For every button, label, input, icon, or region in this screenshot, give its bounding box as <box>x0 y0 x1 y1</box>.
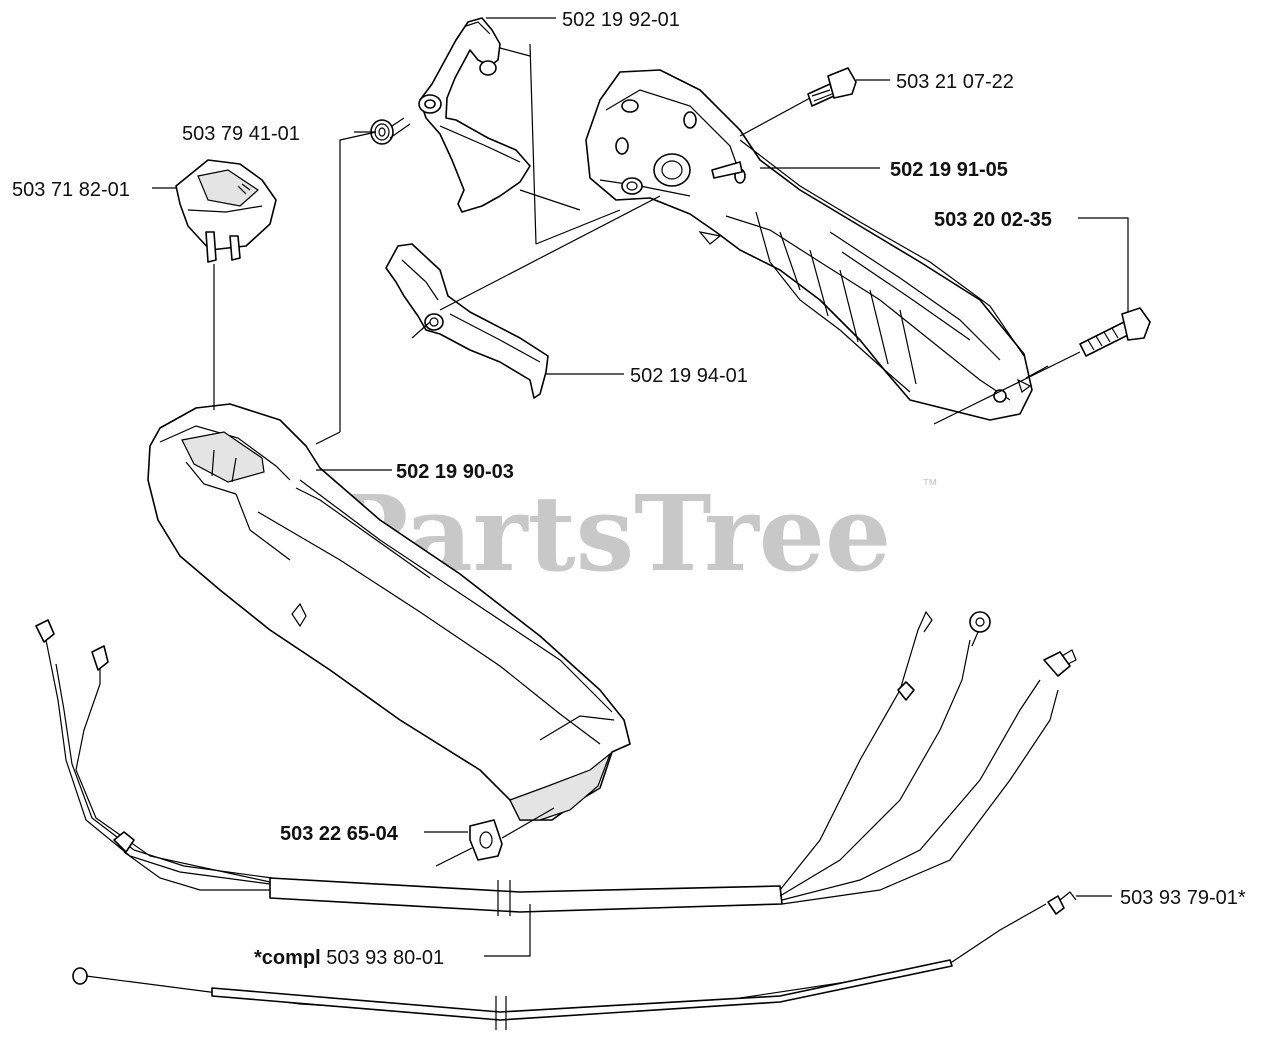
screw-long-part <box>1079 307 1151 357</box>
label-compl-prefix: *compl <box>254 947 321 969</box>
label-compl-number: 503 93 80-01 <box>326 947 444 969</box>
label-502-19-94-01: 502 19 94-01 <box>630 365 748 387</box>
label-503-22-65-04: 503 22 65-04 <box>280 823 399 845</box>
wire-harness-part <box>35 610 1077 916</box>
label-502-19-92-01: 502 19 92-01 <box>562 9 680 31</box>
throttle-cable-part <box>72 891 1077 1030</box>
label-503-20-02-35: 503 20 02-35 <box>934 209 1052 231</box>
part-labels: 502 19 92-01 503 21 07-22 503 79 41-01 5… <box>12 9 1246 969</box>
spring-part <box>370 117 411 145</box>
label-503-21-07-22: 503 21 07-22 <box>896 71 1014 93</box>
leader-lines <box>152 17 1129 957</box>
square-nut-part <box>469 819 503 861</box>
label-503-93-79-01: 503 93 79-01* <box>1120 887 1246 909</box>
label-502-19-91-05: 502 19 91-05 <box>890 159 1008 181</box>
throttle-lock-part <box>385 243 549 399</box>
label-503-79-41-01: 503 79 41-01 <box>182 123 300 145</box>
label-502-19-90-03: 502 19 90-03 <box>396 461 514 483</box>
handle-right-half-part <box>585 69 1033 421</box>
handle-left-half-part <box>147 403 631 821</box>
label-503-71-82-01: 503 71 82-01 <box>12 179 130 201</box>
label-compl-503-93-80-01: *compl 503 93 80-01 <box>254 947 444 969</box>
screw-top-part <box>807 67 857 107</box>
stop-switch-part <box>175 159 277 263</box>
watermark-trademark: ™ <box>922 477 938 494</box>
throttle-lever-part <box>418 17 531 213</box>
